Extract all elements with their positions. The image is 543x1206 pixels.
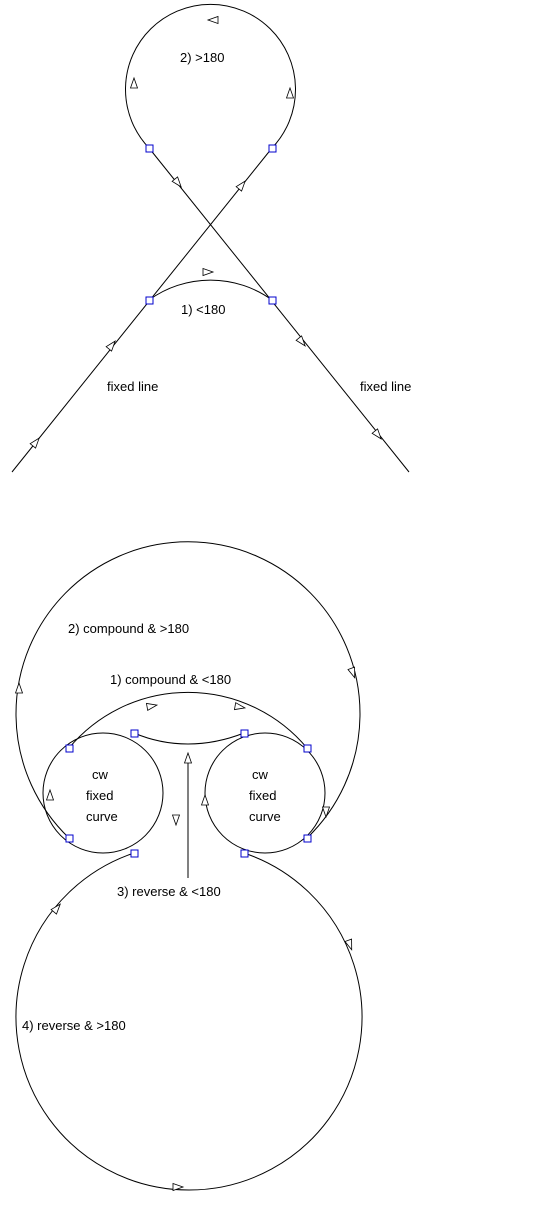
arrow-icon bbox=[171, 814, 181, 827]
arrow-icon bbox=[183, 751, 193, 764]
arc-compound-small bbox=[68, 691, 308, 749]
bottom-tangent-handles bbox=[65, 729, 312, 858]
left-curve-line3: curve bbox=[86, 809, 118, 824]
arrow-icon bbox=[105, 340, 116, 352]
label-small-arc: 1) <180 bbox=[181, 302, 225, 317]
arrow-icon bbox=[200, 793, 210, 806]
arrow-icon bbox=[14, 681, 24, 694]
arrow-icon bbox=[206, 15, 219, 25]
top-direction-arrows bbox=[29, 15, 382, 449]
arrow-icon bbox=[171, 176, 182, 188]
fixed-curve-left bbox=[42, 732, 164, 854]
arc-reverse-large bbox=[15, 852, 363, 1191]
arrow-icon bbox=[145, 702, 159, 711]
arrow-icon bbox=[235, 180, 246, 192]
handle-square[interactable] bbox=[130, 849, 139, 858]
handle-square[interactable] bbox=[268, 144, 277, 153]
right-curve-line1: cw bbox=[252, 767, 269, 782]
left-curve-line2: fixed bbox=[86, 788, 113, 803]
arrow-icon bbox=[371, 428, 382, 440]
handle-square[interactable] bbox=[145, 296, 154, 305]
left-curve-line1: cw bbox=[92, 767, 109, 782]
label-fixed-line-left: fixed line bbox=[107, 379, 158, 394]
arrow-icon bbox=[45, 788, 55, 801]
top-tangent-handles bbox=[145, 144, 277, 305]
arrow-icon bbox=[129, 76, 139, 89]
arc-reverse-small-right bbox=[187, 732, 245, 745]
arc-large-top bbox=[125, 3, 296, 149]
fixed-curve-right bbox=[204, 732, 326, 854]
arc-compound-large bbox=[15, 541, 361, 839]
handle-square[interactable] bbox=[303, 834, 312, 843]
label-reverse-small: 3) reverse & <180 bbox=[117, 884, 221, 899]
arrow-icon bbox=[285, 86, 295, 99]
fixed-line-right bbox=[148, 147, 410, 473]
arrow-icon bbox=[50, 903, 61, 915]
label-fixed-line-right: fixed line bbox=[360, 379, 411, 394]
handle-square[interactable] bbox=[65, 834, 74, 843]
right-curve-line2: fixed bbox=[249, 788, 276, 803]
label-large-arc: 2) >180 bbox=[180, 50, 224, 65]
handle-square[interactable] bbox=[130, 729, 139, 738]
arrow-icon bbox=[347, 666, 356, 679]
handle-square[interactable] bbox=[303, 744, 312, 753]
arrow-icon bbox=[172, 1182, 185, 1192]
arrow-icon bbox=[29, 437, 40, 449]
bottom-diagram bbox=[15, 541, 363, 1191]
handle-square[interactable] bbox=[65, 744, 74, 753]
arrow-icon bbox=[202, 267, 215, 277]
arrow-icon bbox=[344, 938, 353, 951]
arrow-icon bbox=[233, 702, 247, 711]
arc-small-top bbox=[148, 279, 273, 301]
fixed-line-left bbox=[11, 147, 273, 473]
top-diagram bbox=[11, 3, 410, 473]
label-compound-large: 2) compound & >180 bbox=[68, 621, 189, 636]
handle-square[interactable] bbox=[240, 729, 249, 738]
arrow-icon bbox=[295, 335, 306, 347]
arc-reverse-small-left bbox=[133, 732, 189, 745]
bottom-direction-arrows bbox=[14, 666, 356, 1192]
handle-square[interactable] bbox=[145, 144, 154, 153]
handle-square[interactable] bbox=[240, 849, 249, 858]
label-reverse-large: 4) reverse & >180 bbox=[22, 1018, 126, 1033]
handle-square[interactable] bbox=[268, 296, 277, 305]
label-compound-small: 1) compound & <180 bbox=[110, 672, 231, 687]
arrow-icon bbox=[321, 806, 331, 819]
right-curve-line3: curve bbox=[249, 809, 281, 824]
